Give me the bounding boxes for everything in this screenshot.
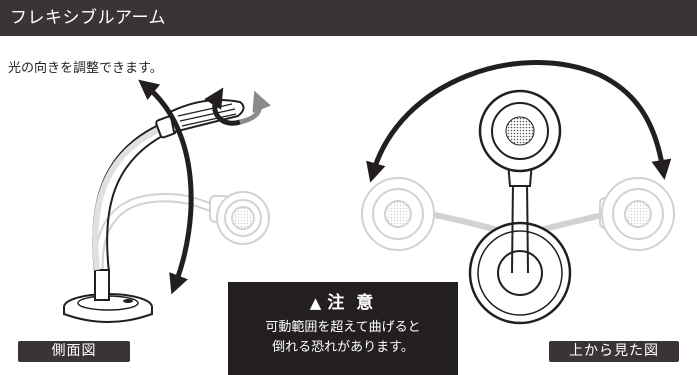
caution-line-1: 可動範囲を超えて曲げると: [265, 320, 421, 335]
side-ghost-position: [94, 191, 270, 276]
top-view-lamp: [361, 60, 675, 325]
caution-title: 注 意: [327, 293, 377, 313]
top-view-label: 上から見た図: [549, 341, 679, 362]
warning-triangle-icon: ▲: [309, 294, 325, 312]
description-text: 光の向きを調整できます。: [8, 61, 163, 76]
caution-line-2: 倒れる恐れがあります。: [272, 340, 414, 355]
side-view-lamp: [63, 79, 271, 323]
top-ghost-left: [361, 177, 506, 251]
caution-box: ▲注 意 可動範囲を超えて曲げると 倒れる恐れがあります。: [228, 282, 458, 375]
caution-heading: ▲注 意: [228, 288, 458, 313]
side-view-label: 側面図: [18, 341, 130, 362]
section-title: フレキシブルアーム: [10, 8, 166, 28]
caution-message: 可動範囲を超えて曲げると 倒れる恐れがあります。: [228, 318, 458, 358]
section-header: フレキシブルアーム: [0, 0, 697, 36]
top-view-label-text: 上から見た図: [569, 343, 659, 359]
side-view-label-text: 側面図: [51, 343, 97, 359]
